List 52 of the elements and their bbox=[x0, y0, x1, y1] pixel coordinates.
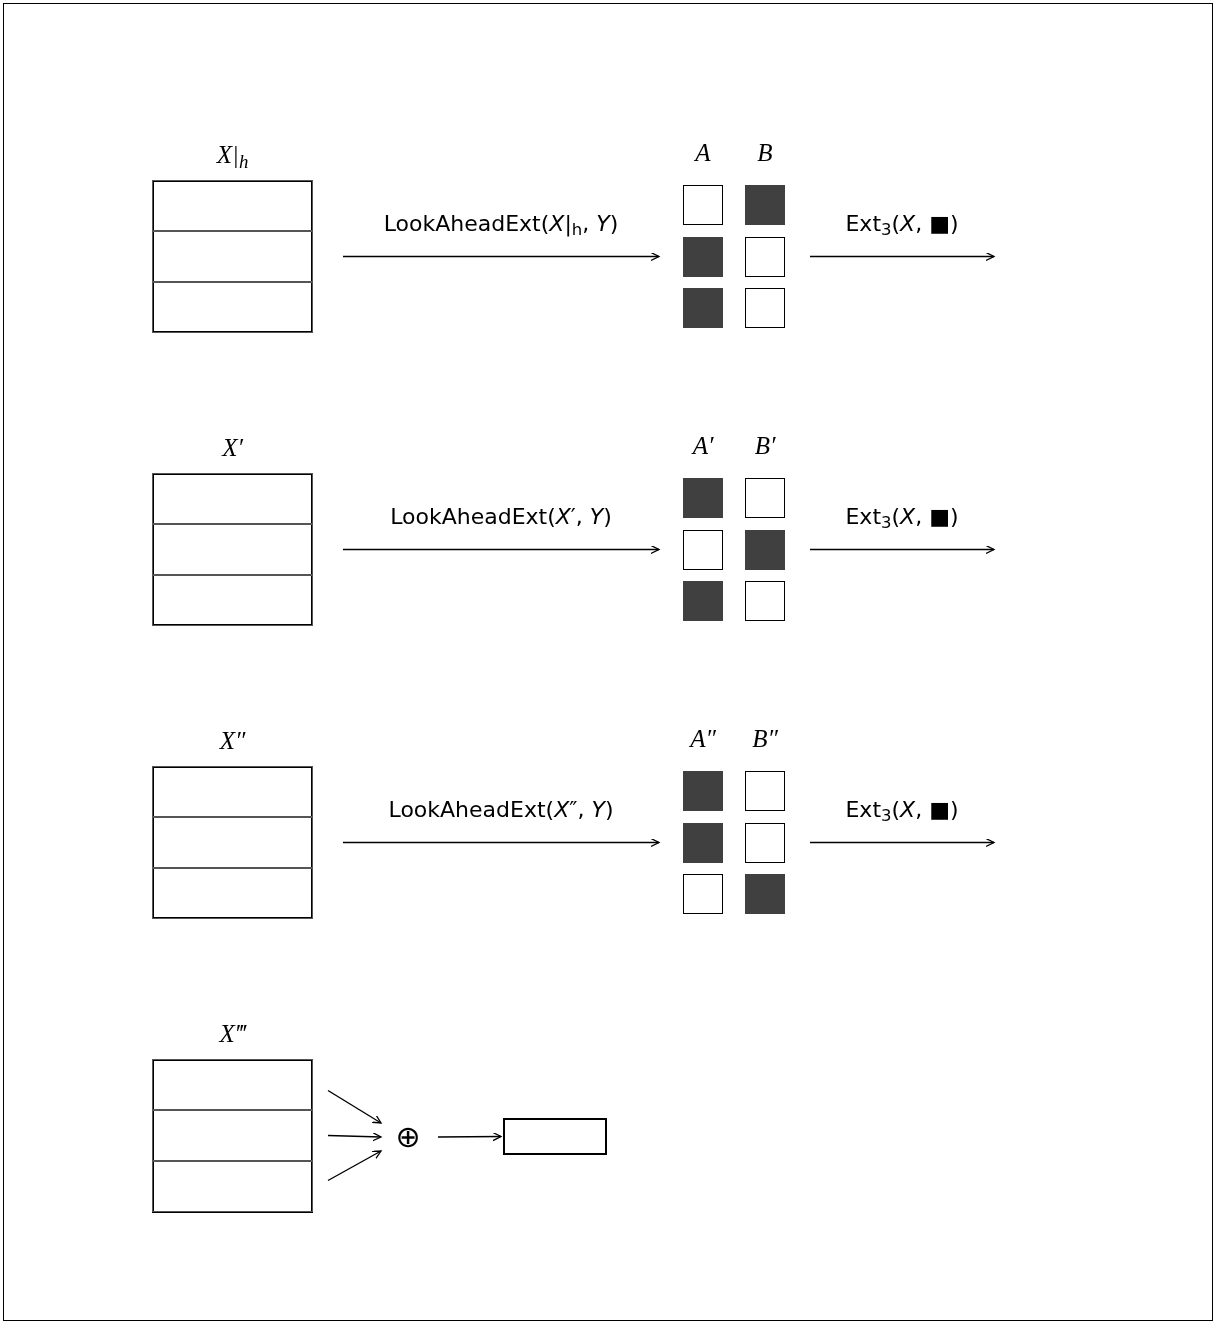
register-row bbox=[152, 1161, 313, 1212]
arrow bbox=[327, 1089, 382, 1124]
register-row bbox=[152, 473, 313, 524]
arrow bbox=[342, 544, 660, 555]
register-row bbox=[152, 231, 313, 282]
arrow bbox=[327, 1150, 382, 1182]
empty-square bbox=[745, 237, 785, 277]
register-row bbox=[152, 1059, 313, 1110]
filled-square bbox=[745, 530, 785, 570]
xor-symbol: ⊕ bbox=[393, 1122, 423, 1152]
register-row bbox=[152, 524, 313, 575]
empty-square bbox=[683, 530, 723, 570]
filled-square bbox=[683, 771, 723, 811]
register-row bbox=[152, 282, 313, 333]
empty-square bbox=[683, 874, 723, 914]
filled-square bbox=[683, 823, 723, 863]
register-row bbox=[152, 575, 313, 626]
empty-square bbox=[745, 581, 785, 621]
column-label: A″ bbox=[690, 726, 716, 751]
arrow bbox=[342, 837, 660, 848]
empty-square bbox=[745, 771, 785, 811]
arrow bbox=[342, 251, 660, 262]
register-row bbox=[152, 817, 313, 868]
filled-square bbox=[683, 478, 723, 518]
column-label: A bbox=[695, 140, 711, 165]
column-label: B″ bbox=[752, 726, 778, 751]
column-label: B′ bbox=[754, 433, 776, 458]
empty-square bbox=[745, 288, 785, 328]
register-row bbox=[152, 1110, 313, 1161]
register-label: X′ bbox=[222, 435, 243, 460]
column-label: A′ bbox=[692, 433, 714, 458]
register-row bbox=[152, 766, 313, 817]
output-box bbox=[503, 1118, 607, 1155]
filled-square bbox=[745, 874, 785, 914]
empty-square bbox=[745, 823, 785, 863]
filled-square bbox=[745, 185, 785, 225]
arrow bbox=[809, 544, 995, 555]
empty-square bbox=[683, 185, 723, 225]
arrow bbox=[809, 837, 995, 848]
arrow bbox=[437, 1131, 502, 1142]
register-row bbox=[152, 180, 313, 231]
register-label: X‴ bbox=[219, 1021, 246, 1046]
column-label: B bbox=[757, 140, 773, 165]
arrow bbox=[809, 251, 995, 262]
empty-square bbox=[745, 478, 785, 518]
filled-square bbox=[683, 288, 723, 328]
filled-square bbox=[683, 237, 723, 277]
register-label: X″ bbox=[219, 728, 246, 753]
filled-square bbox=[683, 581, 723, 621]
register-row bbox=[152, 868, 313, 919]
register-label: X|$_{h}$ bbox=[216, 142, 249, 167]
arrow bbox=[327, 1132, 382, 1142]
